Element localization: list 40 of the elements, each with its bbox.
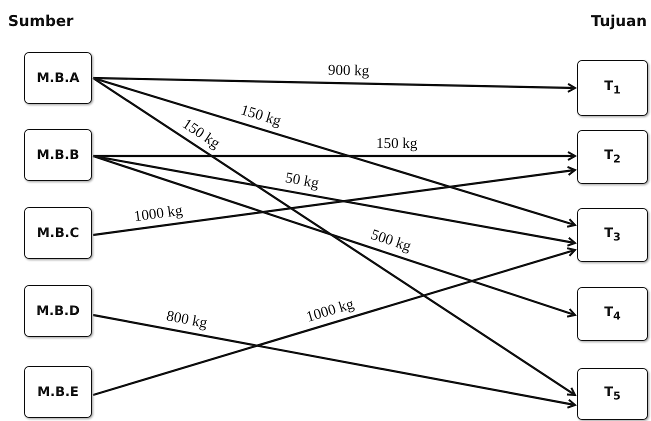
arrow [93, 151, 576, 161]
edge-label: 150 kg [179, 116, 223, 153]
edge-label: 900 kg [328, 62, 370, 80]
source-box [24, 366, 92, 418]
column-heading: Sumber [8, 12, 74, 30]
arrow [92, 154, 576, 247]
node-label: M.B.D [36, 304, 80, 318]
arrow [92, 166, 576, 236]
edge-label: 1000 kg [133, 202, 184, 226]
arrow [92, 77, 576, 396]
destination-box [577, 60, 648, 116]
node-label: T$_{5}$ [604, 385, 621, 403]
node-label: M.B.A [36, 70, 80, 86]
column-heading: Tujuan [591, 12, 647, 30]
node-label: T$_{4}$ [604, 305, 621, 323]
arrow [92, 154, 576, 318]
arrow [92, 247, 576, 396]
node-label: M.B.E [37, 384, 79, 400]
node-label: T$_{1}$ [604, 79, 621, 97]
source-box [24, 52, 92, 104]
source-box [24, 285, 92, 337]
destination-box [577, 130, 648, 184]
destination-box [577, 368, 648, 420]
edge-label: 150 kg [376, 136, 418, 152]
arrow [92, 76, 576, 228]
node-label: M.B.C [36, 226, 80, 240]
edge-label: 150 kg [238, 102, 283, 131]
destination-box [577, 287, 648, 341]
edge-label: 50 kg [284, 170, 320, 193]
edge-label: 500 kg [368, 227, 414, 256]
source-box [24, 207, 92, 259]
destination-box [577, 208, 648, 262]
arrow [92, 76, 576, 93]
source-box [24, 129, 92, 181]
edge-label: 1000 kg [304, 296, 356, 326]
node-label: T$_{2}$ [604, 148, 621, 166]
arrow [92, 314, 576, 409]
node-label: M.B.B [36, 148, 80, 162]
node-label: T$_{3}$ [604, 226, 621, 244]
edge-label: 800 kg [165, 308, 209, 332]
